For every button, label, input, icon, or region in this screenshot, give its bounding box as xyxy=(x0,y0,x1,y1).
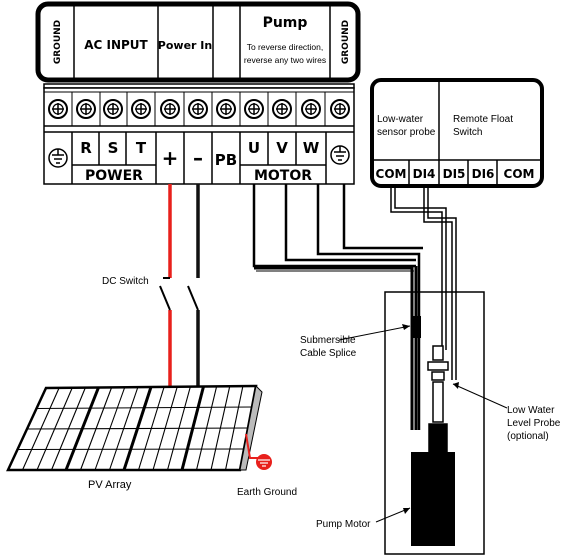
terminal-s: S xyxy=(108,139,119,157)
dc-switch-blade-negative xyxy=(187,285,199,311)
ground-left-icon xyxy=(48,148,68,168)
io-com-left: COM xyxy=(376,167,407,181)
pv-array-label: PV Array xyxy=(88,479,132,491)
ground-left-label: GROUND xyxy=(53,20,63,64)
dc-switch-blade-positive xyxy=(159,285,171,311)
pump-title: Pump xyxy=(263,15,308,31)
power-group-label: POWER xyxy=(85,168,143,184)
terminal-strip: R S T + – PB U V W POWER MOTOR xyxy=(43,83,355,185)
probe-label-3: (optional) xyxy=(507,431,549,442)
earth-ground-label: Earth Ground xyxy=(237,487,297,498)
motor-group-label: MOTOR xyxy=(254,168,312,184)
dc-wiring xyxy=(159,184,200,390)
pump-motor-label: Pump Motor xyxy=(316,519,371,530)
io-di5: DI5 xyxy=(443,167,466,181)
terminal-u: U xyxy=(248,139,260,157)
remote-float-label-2: Switch xyxy=(453,127,482,138)
terminal-screws xyxy=(48,92,350,126)
splice-label-1: Submersible xyxy=(300,335,356,346)
terminal-plus: + xyxy=(162,146,179,170)
terminal-t: T xyxy=(136,139,147,157)
terminal-w: W xyxy=(303,139,320,157)
ground-right-icon xyxy=(330,145,350,165)
terminal-r: R xyxy=(80,139,92,157)
pump-note-line2: reverse any two wires xyxy=(244,55,326,65)
pv-array xyxy=(6,384,263,472)
cable-splice xyxy=(412,316,421,338)
low-water-label-1: Low-water xyxy=(377,114,424,125)
pump-note-line1: To reverse direction, xyxy=(247,42,324,52)
earth-ground-icon xyxy=(245,433,272,470)
probe-wiring xyxy=(390,184,457,380)
ac-input-label: AC INPUT xyxy=(84,38,148,52)
io-com-right: COM xyxy=(504,167,535,181)
terminal-minus: – xyxy=(193,146,203,170)
inverter-header: GROUND AC INPUT Power In Pump To reverse… xyxy=(35,1,361,83)
probe-label-2: Level Probe xyxy=(507,418,561,429)
motor-wiring xyxy=(252,184,423,430)
dc-switch-label: DC Switch xyxy=(102,276,149,287)
remote-float-label-1: Remote Float xyxy=(453,114,513,125)
io-terminal-box: Low-water sensor probe Remote Float Swit… xyxy=(370,78,544,188)
terminal-pb: PB xyxy=(215,151,237,169)
well-casing xyxy=(384,291,485,555)
level-probe xyxy=(427,345,449,455)
terminal-v: V xyxy=(276,139,288,157)
io-di4: DI4 xyxy=(413,167,436,181)
ground-right-label: GROUND xyxy=(341,20,351,64)
low-water-label-2: sensor probe xyxy=(377,127,436,138)
io-di6: DI6 xyxy=(472,167,495,181)
power-in-label: Power In xyxy=(158,39,212,52)
splice-label-2: Cable Splice xyxy=(300,348,357,359)
probe-label-1: Low Water xyxy=(507,405,555,416)
pump-motor xyxy=(411,452,455,546)
